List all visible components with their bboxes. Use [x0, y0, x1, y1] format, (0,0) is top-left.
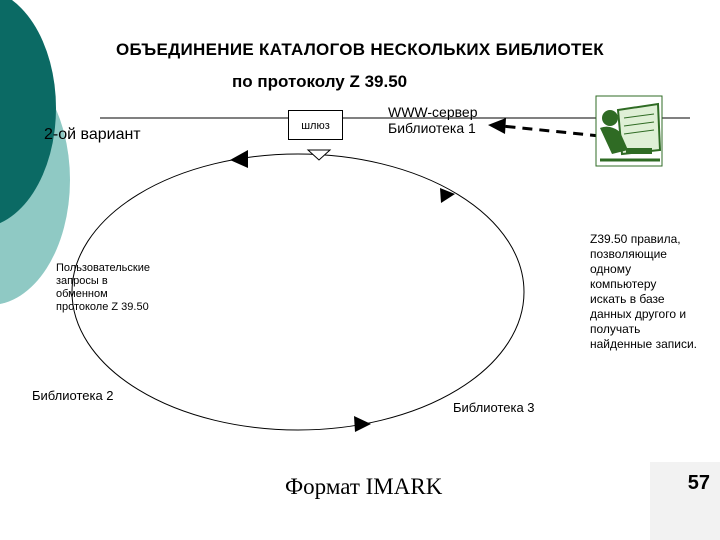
- rules-line: одному: [590, 262, 632, 276]
- format-label: Формат IMARK: [285, 474, 443, 499]
- user-requests-label: Пользовательские запросы в обменном прот…: [56, 262, 150, 314]
- rules-description: Z39.50 правила, позволяющие одному компь…: [590, 232, 697, 352]
- slide-title: ОБЪЕДИНЕНИЕ КАТАЛОГОВ НЕСКОЛЬКИХ БИБЛИОТ…: [116, 40, 604, 59]
- gateway-label: шлюз: [301, 120, 330, 132]
- user-requests-line: запросы в: [56, 275, 108, 287]
- rules-line: Z39.50 правила,: [590, 232, 681, 246]
- server-label-line: Библиотека 1: [388, 120, 476, 136]
- slide-subtitle: по протоколу Z 39.50: [232, 72, 408, 91]
- library-2-label: Библиотека 2: [32, 388, 114, 403]
- page-number: 57: [687, 472, 710, 494]
- gateway-box: шлюз: [288, 110, 343, 140]
- rules-line: найденные записи.: [590, 337, 697, 351]
- rules-line: позволяющие: [590, 247, 667, 261]
- user-at-computer-icon: [595, 95, 663, 167]
- rules-line: данных другого и: [590, 307, 687, 321]
- server-label: WWW-сервер Библиотека 1: [388, 104, 477, 136]
- server-label-line: WWW-сервер: [388, 104, 478, 120]
- rules-line: получать: [590, 322, 641, 336]
- decor-dark-shape: [0, 0, 56, 224]
- ring-arrow-top-left: [230, 150, 248, 168]
- gateway-pointer: [306, 149, 332, 161]
- user-requests-line: протоколе Z 39.50: [56, 301, 149, 313]
- rules-line: искать в базе: [590, 292, 665, 306]
- rules-line: компьютеру: [590, 277, 657, 291]
- user-requests-line: Пользовательские: [56, 262, 150, 274]
- ring-arrow-top-right: [440, 188, 455, 203]
- ring-ellipse: [71, 153, 525, 431]
- page-number-box: 57: [650, 462, 720, 540]
- variant-label: 2-ой вариант: [44, 126, 141, 143]
- dashed-arrowhead: [488, 118, 506, 134]
- dashed-connection: [501, 124, 601, 138]
- user-requests-line: обменном: [56, 288, 108, 300]
- ring-arrow-bottom: [354, 416, 371, 432]
- library-3-label: Библиотека 3: [453, 400, 535, 415]
